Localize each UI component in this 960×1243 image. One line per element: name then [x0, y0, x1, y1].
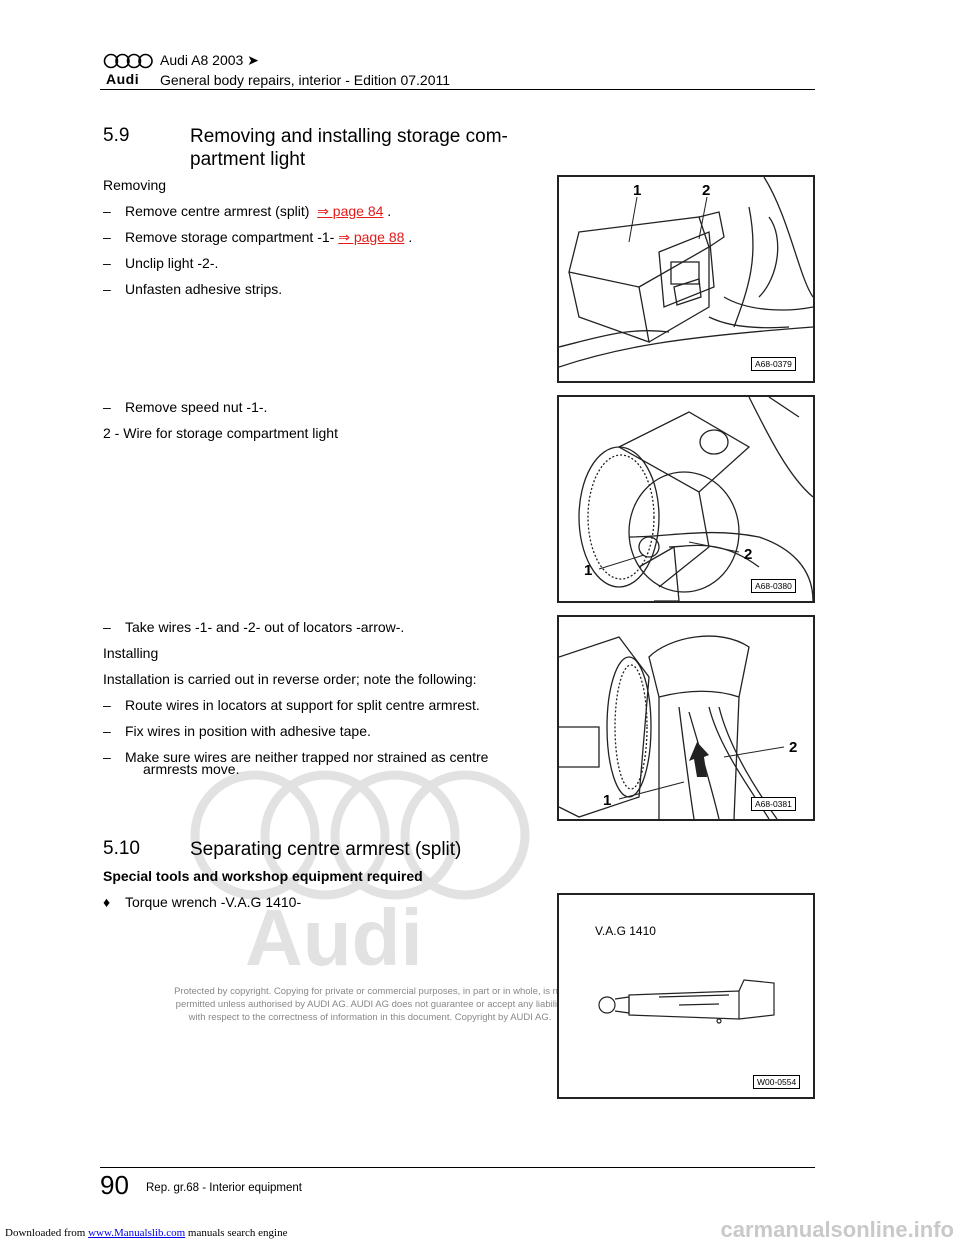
copyright-line: with respect to the correctness of infor…	[188, 1012, 552, 1023]
section-title: Separating centre armrest (split)	[190, 839, 462, 860]
dash-marker: –	[103, 619, 111, 635]
figure-storage-compartment: 1 2 A68-0379	[557, 175, 815, 383]
page-label: Rep. gr.68 - Interior equipment	[146, 1182, 302, 1194]
figure-wire-locators: 1 2 A68-0381	[557, 615, 815, 821]
dash-marker: –	[103, 697, 111, 713]
copyright-line: permitted unless authorised by AUDI AG. …	[175, 999, 565, 1010]
step-text: Remove storage compartment -1-	[125, 229, 335, 245]
audi-rings-logo	[103, 53, 153, 69]
storage-compartment-illustration: 1 2	[559, 177, 813, 368]
step-check-wires-line1: Make sure wires are neither trapped nor …	[125, 749, 489, 765]
audi-watermark-logo: Audi	[190, 770, 530, 982]
callout-1: 1	[584, 562, 592, 579]
step-remove-armrest: Remove centre armrest (split) ⇒ page 84 …	[125, 203, 391, 220]
step-unclip-light: Unclip light -2-.	[125, 255, 219, 271]
manualslib-link[interactable]: www.Manualslib.com	[88, 1227, 186, 1239]
download-suffix: manuals search engine	[187, 1227, 288, 1239]
removing-heading: Removing	[103, 177, 167, 193]
tool-label: V.A.G 1410	[595, 924, 656, 938]
callout-1: 1	[603, 792, 611, 809]
step-unfasten-strips: Unfasten adhesive strips.	[125, 281, 283, 297]
callout-1: 1	[633, 182, 641, 199]
dash-marker: –	[103, 229, 111, 245]
wire-note: 2 - Wire for storage compartment light	[103, 425, 338, 441]
header-subtitle: General body repairs, interior - Edition…	[160, 72, 451, 88]
svg-text:Audi: Audi	[245, 893, 423, 982]
wire-locators-illustration: 1 2	[559, 635, 797, 819]
dash-marker: –	[103, 203, 111, 219]
step-fix-wires: Fix wires in position with adhesive tape…	[125, 723, 371, 739]
section-number: 5.10	[103, 838, 140, 859]
torque-wrench-illustration: V.A.G 1410	[595, 924, 775, 1024]
dash-marker: –	[103, 723, 111, 739]
step-route-wires: Route wires in locators at support for s…	[125, 697, 480, 713]
dash-marker: –	[103, 749, 111, 765]
speed-nut-illustration: 1 2	[578, 397, 813, 601]
site-watermark: carmanualsonline.info	[720, 1217, 955, 1242]
step-end: .	[387, 203, 392, 219]
dash-marker: –	[103, 281, 111, 297]
audi-brand-wordmark: Audi	[106, 71, 140, 87]
download-prefix: Downloaded from	[5, 1227, 86, 1239]
page-84-link[interactable]: ⇒ page 84	[317, 203, 384, 219]
callout-2: 2	[744, 546, 752, 563]
step-check-wires-line2: armrests move.	[143, 761, 240, 777]
header-title: Audi A8 2003 ➤	[160, 52, 259, 68]
installing-heading: Installing	[103, 645, 159, 661]
header-divider	[100, 89, 815, 90]
step-remove-compartment: Remove storage compartment -1- ⇒ page 88…	[125, 229, 412, 246]
tools-subheading: Special tools and workshop equipment req…	[103, 868, 423, 884]
figure-code: A68-0381	[751, 797, 796, 811]
figure-speed-nut: 1 2 A68-0380	[557, 395, 815, 603]
dash-marker: –	[103, 399, 111, 415]
step-remove-speed-nut: Remove speed nut -1-.	[125, 399, 268, 415]
figure-torque-wrench: V.A.G 1410 W00-0554	[557, 893, 815, 1099]
section-title-line2: partment light	[190, 149, 306, 170]
copyright-line: Protected by copyright. Copying for priv…	[174, 986, 566, 997]
step-end: .	[408, 229, 413, 245]
download-note: Downloaded from www.Manualslib.com manua…	[5, 1227, 287, 1239]
page-88-link[interactable]: ⇒ page 88	[338, 229, 405, 245]
section-title-line1: Removing and installing storage com-	[190, 126, 508, 147]
copyright-notice: Protected by copyright. Copying for priv…	[160, 985, 580, 1024]
tool-torque-wrench: Torque wrench -V.A.G 1410-	[125, 894, 302, 910]
figure-code: A68-0380	[751, 579, 796, 593]
step-text: Remove centre armrest (split)	[125, 203, 310, 219]
bullet-icon: ♦	[103, 894, 111, 910]
figure-code: A68-0379	[751, 357, 796, 371]
figure-code: W00-0554	[753, 1075, 801, 1089]
step-take-wires-out: Take wires -1- and -2- out of locators -…	[125, 619, 405, 635]
arrow-icon	[689, 742, 709, 777]
dash-marker: –	[103, 255, 111, 271]
page-number: 90	[100, 1170, 129, 1200]
callout-2: 2	[702, 182, 710, 199]
callout-2: 2	[789, 739, 797, 756]
footer-divider	[100, 1167, 815, 1168]
install-intro: Installation is carried out in reverse o…	[103, 671, 477, 687]
section-number: 5.9	[103, 125, 130, 146]
